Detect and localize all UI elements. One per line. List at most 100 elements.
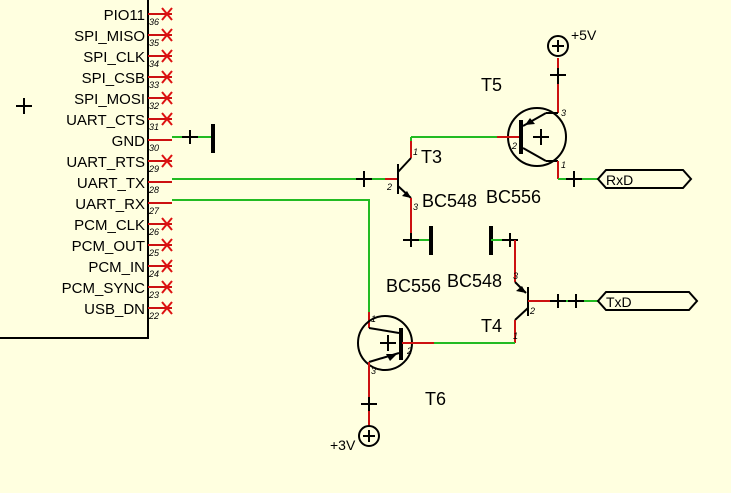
- t4-pin-base: 2: [529, 306, 535, 316]
- transistor-t3: 1 2 3 T3 BC548: [386, 141, 477, 218]
- module-pin-name: UART_RX: [75, 196, 145, 213]
- module-pin-row: SPI_MOSI 32: [74, 91, 173, 111]
- module-pin-row: SPI_CSB 33: [82, 70, 173, 90]
- t3-name: T3: [421, 147, 442, 167]
- t3-pin-base: 2: [386, 182, 392, 192]
- hexagon-port-icon: [596, 291, 699, 311]
- supply-plus5v-label: +5V: [571, 27, 597, 43]
- module-pin-row: SPI_CLK 34: [83, 49, 173, 69]
- module-pin-name: UART_CTS: [66, 112, 145, 129]
- module-pin-number: 22: [148, 311, 159, 321]
- port-txd-label: TxD: [606, 294, 632, 310]
- t4-part: BC548: [447, 271, 502, 291]
- hexagon-port-icon: [596, 169, 693, 189]
- t6-pin-collector: 1: [371, 314, 376, 324]
- module-pin-name: PCM_SYNC: [62, 280, 146, 297]
- module-pin-number: 33: [149, 80, 159, 90]
- transistor-t5: 3 2 1 T5 BC556: [481, 75, 567, 207]
- t6-pin-emitter: 3: [371, 366, 376, 376]
- no-connect-icon: [161, 49, 173, 63]
- port-rxd: RxD: [596, 169, 693, 189]
- module-pin-number: 28: [148, 185, 159, 195]
- module-pin-name: UART_RTS: [66, 154, 145, 171]
- t3-pin-emitter: 3: [413, 202, 418, 212]
- t4-pin-emitter: 3: [513, 271, 518, 281]
- circle-plus-icon: [358, 425, 380, 447]
- no-connect-icon: [161, 280, 173, 294]
- module-pin-number: 24: [148, 269, 159, 279]
- t3-pin-collector: 1: [413, 147, 418, 157]
- no-connect-icon: [161, 7, 173, 21]
- module-pin-name: UART_TX: [77, 175, 145, 192]
- port-rxd-label: RxD: [606, 172, 633, 188]
- module-pin-name: PIO11: [104, 7, 145, 24]
- no-connect-icon: [161, 301, 173, 315]
- no-connect-icon: [161, 238, 173, 252]
- module-pin-number: 34: [149, 59, 159, 69]
- module-pin-number: 35: [149, 38, 160, 48]
- tx-junction-marker: [356, 171, 372, 187]
- module-pin-name: PCM_OUT: [72, 238, 145, 255]
- no-connect-icon: [161, 70, 173, 84]
- port-txd: TxD: [596, 291, 699, 311]
- module-pin-row: PIO11 36: [104, 7, 173, 27]
- t5-pin-collector: 1: [561, 160, 566, 170]
- module-pin-name: USB_DN: [84, 301, 145, 318]
- no-connect-icon: [161, 259, 173, 273]
- circle-plus-icon: [547, 35, 569, 57]
- ground-symbol: [182, 124, 215, 153]
- transistor-t6: 1 2 3 T6 BC556: [357, 276, 446, 409]
- module-pin-name: SPI_CSB: [82, 70, 145, 87]
- rxd-junction-marker: [566, 171, 582, 187]
- module-pin-number: 32: [149, 101, 159, 111]
- module-pin-number: 31: [149, 122, 159, 132]
- module-pin-name: PCM_CLK: [74, 217, 145, 234]
- module-pin-number: 25: [148, 248, 160, 258]
- crosshair-icon: [16, 98, 32, 114]
- module-pin-name: SPI_MISO: [74, 28, 145, 45]
- t3-emitter-ground: [403, 218, 433, 255]
- module-pin-number: 29: [148, 164, 159, 174]
- transistor-t4: 3 2 1 T4 BC548: [447, 226, 550, 343]
- uart-rx-wire: [172, 199, 370, 312]
- t5-name: T5: [481, 75, 502, 95]
- supply-plus5v: +5V: [547, 27, 597, 107]
- module-pin-row: UART_CTS 31: [66, 112, 173, 132]
- t5-pin-emitter: 3: [561, 108, 566, 118]
- no-connect-icon: [161, 154, 173, 168]
- module-pin-number: 23: [148, 290, 159, 300]
- module-pin-name: GND: [112, 133, 146, 150]
- module-pin-number: 36: [149, 17, 159, 27]
- no-connect-icon: [161, 91, 173, 105]
- module-pin-name: SPI_MOSI: [74, 91, 145, 108]
- t4-name: T4: [481, 316, 502, 336]
- t5-pin-base: 2: [511, 141, 517, 151]
- module-pin-number: 30: [149, 143, 159, 153]
- t5-part: BC556: [486, 187, 541, 207]
- t6-pin-base: 2: [406, 346, 412, 356]
- module-pin-name: PCM_IN: [88, 259, 145, 276]
- t6-name: T6: [425, 389, 446, 409]
- module-outline: [0, 0, 149, 339]
- no-connect-icon: [161, 112, 173, 126]
- txd-junction-marker: [550, 294, 584, 308]
- module-pin-row: SPI_MISO 35: [74, 28, 173, 48]
- module-pin-number: 26: [148, 227, 159, 237]
- t6-part: BC556: [386, 276, 441, 296]
- no-connect-icon: [161, 28, 173, 42]
- module-pin-number: 27: [148, 206, 160, 216]
- module-pin-name: SPI_CLK: [83, 49, 145, 66]
- supply-plus3v: +3V: [330, 380, 380, 453]
- no-connect-icon: [161, 217, 173, 231]
- t4-pin-collector: 1: [513, 331, 518, 341]
